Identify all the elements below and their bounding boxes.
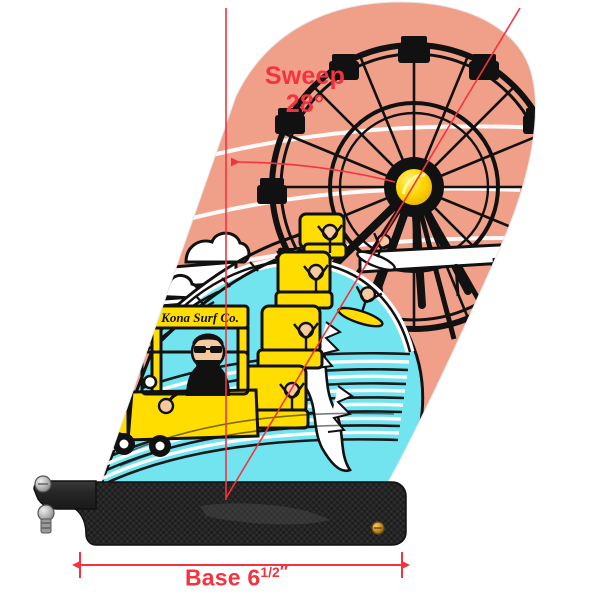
driver-character (157, 333, 230, 415)
sweep-label-line1: Sweep (264, 62, 346, 90)
base-callout-label: Base 61/2″ (185, 562, 288, 592)
sweep-callout-label: Sweep 28° (220, 62, 390, 118)
roller-coaster-icon: Kona Surf Co. (110, 212, 398, 457)
surfers (337, 232, 398, 328)
base-label-prefix: Base (185, 564, 248, 591)
sweep-label-line2: 28° (285, 90, 325, 118)
sun-icon (394, 167, 434, 207)
base-label-inch-mark: ″ (279, 562, 289, 581)
fin-outline (95, 1, 536, 498)
coaster-riders (279, 223, 343, 411)
screw-icon-top (34, 475, 52, 493)
lead-car-wheels (113, 433, 171, 457)
sunglasses-icon (194, 346, 206, 353)
sweep-rake-line (225, 7, 521, 499)
screw-icon-bottom (37, 504, 55, 534)
water-texture (119, 412, 395, 467)
base-label-fraction: 1/2 (260, 564, 280, 580)
sweep-angle-arc (230, 157, 396, 183)
brand-sign-text: Kona Surf Co. (160, 310, 239, 325)
base-label-whole: 6 (247, 564, 261, 591)
fin-base-block (33, 475, 407, 546)
ferris-wheel-icon (257, 36, 536, 340)
cloud-icon (184, 231, 251, 264)
base-dimension-line (72, 552, 410, 578)
screw-icon-brass (371, 521, 385, 535)
